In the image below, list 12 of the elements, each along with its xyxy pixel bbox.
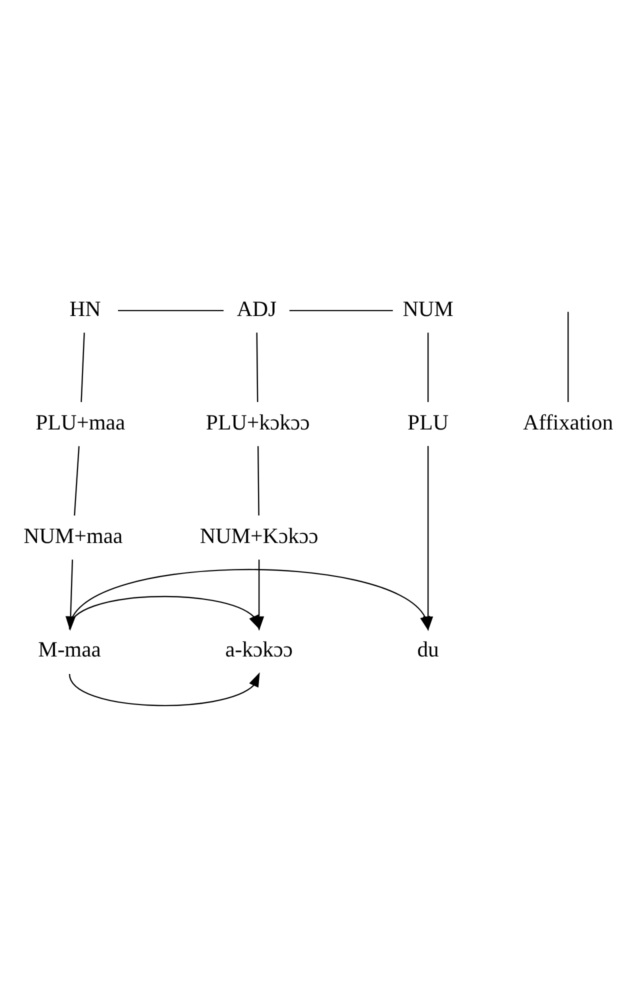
node-text: M-maa <box>38 636 101 661</box>
node-text: NUM <box>402 296 454 320</box>
node-text: du <box>417 636 439 661</box>
node-text: a-kɔkɔɔ <box>225 636 293 661</box>
node-text: NUM+maa <box>24 523 123 548</box>
node-text: ADJ <box>236 296 277 320</box>
node-text: PLU+maa <box>36 410 126 434</box>
node-text: PLU+kɔkɔɔ <box>206 410 310 434</box>
node-text: PLU <box>408 410 449 434</box>
node-text: HN <box>70 296 101 320</box>
node-text: NUM+Kɔkɔɔ <box>200 523 318 548</box>
node-text: Affixation <box>523 410 614 434</box>
